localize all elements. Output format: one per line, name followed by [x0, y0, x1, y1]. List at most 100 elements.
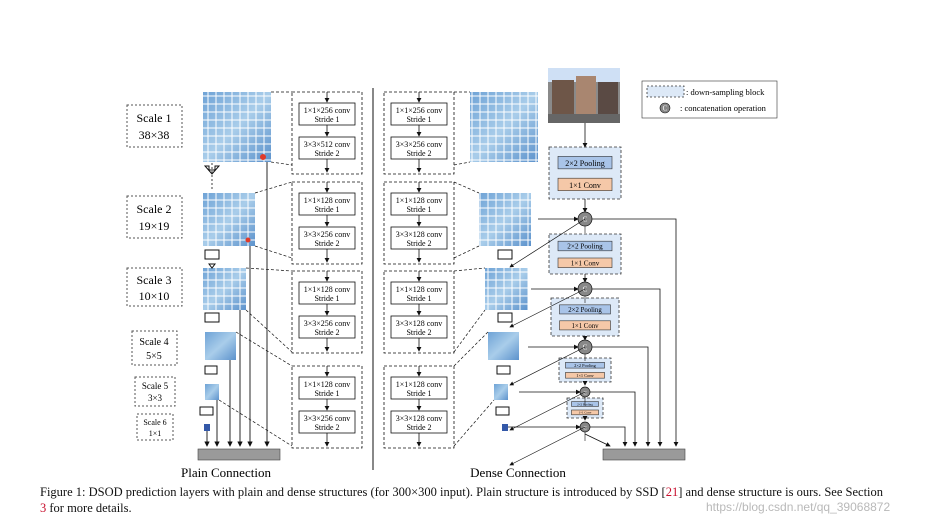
dense-block-2-s2: Stride 2: [406, 239, 431, 248]
scale-1-size: 38×38: [139, 128, 170, 142]
dense-block-4-s1: Stride 1: [406, 389, 431, 398]
dense-block-2-l1: 1×1×128 conv: [396, 196, 443, 205]
plain-block-3-l1: 1×1×128 conv: [304, 285, 351, 294]
scale-4-name: Scale 4: [139, 337, 168, 348]
plain-block-2-l2: 3×3×256 conv: [304, 230, 351, 239]
caption-ref-21[interactable]: 21: [665, 485, 679, 499]
downsample-block-1: 2×2 Pooling 1×1 Conv: [548, 146, 622, 213]
dense-block-1-s2: Stride 2: [406, 149, 431, 158]
concat-symbol: C: [583, 216, 588, 224]
plain-block-1-l1: 1×1×256 conv: [304, 106, 351, 115]
plain-block-2-s1: Stride 1: [314, 205, 339, 214]
plain-block-3-s1: Stride 1: [314, 294, 339, 303]
conv-label: 1×1 Conv: [571, 323, 599, 330]
plain-output-bar: [197, 448, 281, 461]
plain-block-3-s2: Stride 2: [314, 328, 339, 337]
concat-symbol: C: [583, 286, 588, 294]
legend: : down-sampling block C : concatenation …: [641, 80, 778, 119]
dense-block-1-l2: 3×3×256 conv: [396, 140, 443, 149]
conv-label: 1×1 Conv: [569, 181, 601, 190]
dense-feature-maps: [470, 92, 538, 431]
scale-5-size: 3×3: [148, 393, 163, 403]
scale-3-size: 10×10: [139, 289, 170, 303]
dense-block-3-s1: Stride 1: [406, 294, 431, 303]
conv-label: 1×1 Conv: [576, 373, 594, 378]
dense-hollow-arrows: [495, 249, 513, 416]
plain-block-3-l2: 3×3×256 conv: [304, 319, 351, 328]
plain-block-2-s2: Stride 2: [314, 239, 339, 248]
plain-block-1-s1: Stride 1: [314, 115, 339, 124]
dense-block-3-s2: Stride 2: [406, 328, 431, 337]
scale-6-name: Scale 6: [143, 418, 166, 427]
legend-concat: : concatenation operation: [680, 103, 767, 113]
feature-map-5: [205, 332, 236, 360]
plain-block-2-l1: 1×1×128 conv: [304, 196, 351, 205]
dense-title: Dense Connection: [470, 465, 566, 480]
downsample-block-4: 2×2 Pooling 1×1 Conv: [558, 357, 612, 386]
pooling-label: 2×2 Pooling: [565, 159, 604, 168]
pooling-label: 2×2 Pooling: [568, 307, 602, 314]
plain-block-4-s2: Stride 2: [314, 423, 339, 432]
conv-label: 1×1 Conv: [579, 411, 592, 415]
dense-block-3-l1: 1×1×128 conv: [396, 285, 443, 294]
downsample-block-3: 2×2 Pooling 1×1 Conv: [550, 297, 620, 341]
scale-5-name: Scale 5: [142, 381, 169, 391]
dense-block-4-s2: Stride 2: [406, 423, 431, 432]
dense-output-bar: [602, 448, 686, 461]
dense-block-1-s1: Stride 1: [406, 115, 431, 124]
plain-block-1-s2: Stride 2: [314, 149, 339, 158]
dense-feature-map-3: [494, 384, 508, 400]
plain-feature-maps: [203, 92, 271, 431]
plain-pred-lines: [204, 162, 270, 447]
legend-concat-icon: C: [663, 105, 668, 113]
dense-block-2-l2: 3×3×128 conv: [396, 230, 443, 239]
pooling-label: 2×2 Pooling: [567, 243, 603, 251]
legend-downsample: : down-sampling block: [686, 87, 765, 97]
scale-2-size: 19×19: [139, 219, 170, 233]
dsod-figure: Scale 1 38×38 Scale 2 19×19 Scale 3 10×1…: [126, 68, 778, 480]
caption-part1: Figure 1: DSOD prediction layers with pl…: [40, 485, 666, 499]
scale-6-size: 1×1: [149, 429, 162, 438]
dense-feature-map-1: [502, 424, 508, 431]
caption-part2: ] and dense structure is ours. See Secti…: [678, 485, 884, 499]
dense-block-4-l1: 1×1×128 conv: [396, 380, 443, 389]
dense-block-2-s1: Stride 1: [406, 205, 431, 214]
plain-hollow-arrows: [199, 165, 221, 416]
plain-block-4-l2: 3×3×256 conv: [304, 414, 351, 423]
plain-block-1-l2: 3×3×512 conv: [304, 140, 351, 149]
pooling-label: 2×2 Pooling: [574, 363, 596, 368]
caption-ref-3[interactable]: 3: [40, 501, 47, 515]
plain-block-links: [218, 91, 293, 447]
dense-feature-map-5: [488, 332, 519, 360]
scale-1-name: Scale 1: [137, 111, 172, 125]
scale-3-name: Scale 3: [137, 273, 172, 287]
concat-symbol: C: [583, 427, 587, 432]
dense-block-4-l2: 3×3×128 conv: [396, 414, 443, 423]
scale-2-name: Scale 2: [137, 202, 172, 216]
figure-caption: Figure 1: DSOD prediction layers with pl…: [40, 484, 890, 516]
dense-block-links: [453, 91, 495, 447]
feature-map-3: [205, 384, 219, 400]
downsample-block-2: 2×2 Pooling 1×1 Conv: [548, 233, 622, 283]
dense-block-1-l1: 1×1×256 conv: [396, 106, 443, 115]
dense-block-3-l2: 3×3×128 conv: [396, 319, 443, 328]
concat-symbol: C: [583, 392, 587, 397]
conv-label: 1×1 Conv: [571, 259, 600, 267]
input-photo: [548, 68, 620, 123]
plain-block-4-l1: 1×1×128 conv: [304, 380, 351, 389]
caption-part3: for more details.: [46, 501, 132, 515]
plain-block-4-s1: Stride 1: [314, 389, 339, 398]
plain-title: Plain Connection: [181, 465, 271, 480]
feature-map-1: [204, 424, 210, 431]
